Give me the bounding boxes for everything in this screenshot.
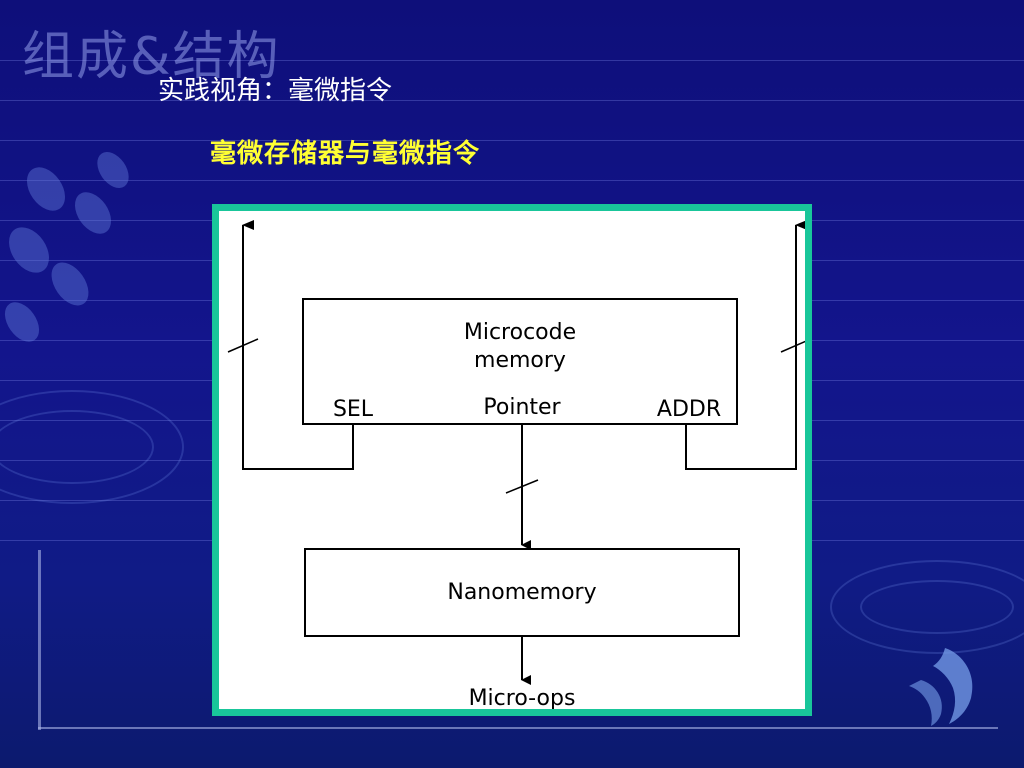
addr-label: ADDR xyxy=(657,397,721,422)
frame-vertical-line xyxy=(38,550,41,730)
addr-feedback-line xyxy=(685,220,805,470)
sel-bus-slash xyxy=(227,338,259,353)
nanomemory-diagram: Microcode memory SEL Pointer ADDR Nanome… xyxy=(227,220,805,709)
sel-feedback-line xyxy=(242,220,354,470)
slide-subtitle: 实践视角：毫微指令 xyxy=(158,76,393,106)
micro-ops-label: Micro-ops xyxy=(469,686,576,709)
watermark-title: 组成&结构 xyxy=(22,27,281,87)
diagram-frame: Microcode memory SEL Pointer ADDR Nanome… xyxy=(212,204,812,716)
nanomemory-box xyxy=(304,548,740,637)
microcode-label-line1: Microcode xyxy=(464,320,576,345)
pointer-bus-slash xyxy=(505,479,539,494)
pointer-label: Pointer xyxy=(483,395,561,420)
microcode-memory-box xyxy=(302,298,738,425)
sel-label: SEL xyxy=(333,397,374,422)
diagram-canvas: Microcode memory SEL Pointer ADDR Nanome… xyxy=(219,211,805,709)
nanomemory-label: Nanomemory xyxy=(447,580,596,605)
dolphin-logo-icon xyxy=(909,648,973,726)
slide-heading: 毫微存储器与毫微指令 xyxy=(210,139,481,169)
addr-bus-slash xyxy=(780,340,805,353)
frame-horizontal-line xyxy=(38,727,998,729)
microcode-label-line2: memory xyxy=(474,348,566,373)
